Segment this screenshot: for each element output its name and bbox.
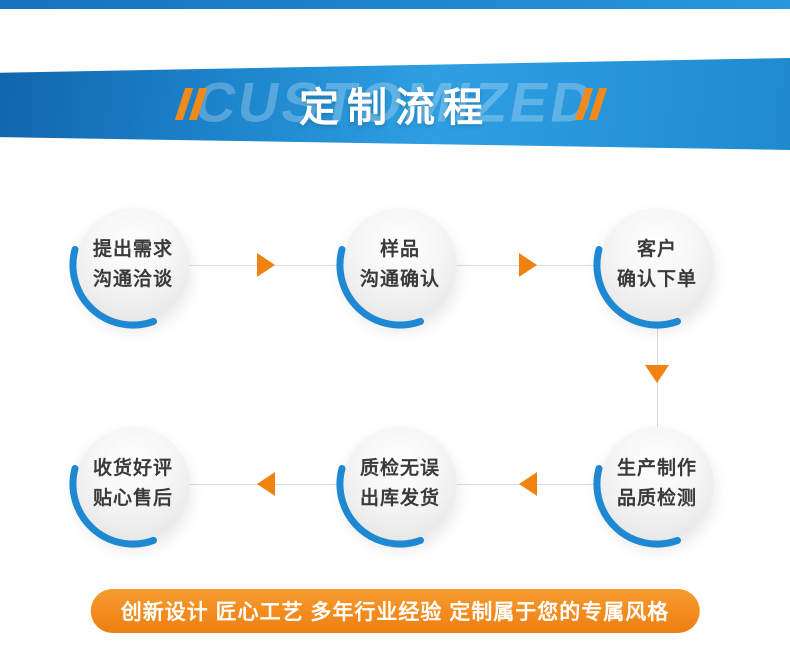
flow-node-step2: 样品 沟通确认	[336, 208, 457, 329]
node-step-line2: 贴心售后	[92, 488, 173, 509]
arrow-left-icon	[519, 472, 537, 496]
flow-node-step3: 客户 确认下单	[593, 208, 714, 329]
flow-node-step4: 生产制作 品质检测	[593, 427, 714, 548]
top-divider-strip	[0, 0, 790, 9]
node-step-line2: 确认下单	[616, 269, 697, 290]
flow-node-step1: 提出需求 沟通洽谈	[69, 208, 190, 329]
node-step-line1: 客户	[636, 239, 677, 260]
node-step-line1: 生产制作	[616, 458, 697, 479]
arrow-down-icon	[645, 365, 669, 383]
section-banner: CUSTOMIZED 定制流程	[0, 58, 790, 150]
footer-slogan-pill: 创新设计 匠心工艺 多年行业经验 定制属于您的专属风格	[90, 589, 700, 633]
arrow-left-icon	[257, 472, 275, 496]
arrow-right-icon	[519, 253, 537, 277]
node-step-line2: 品质检测	[616, 488, 697, 509]
footer-slogan-text: 创新设计 匠心工艺 多年行业经验 定制属于您的专属风格	[120, 601, 670, 624]
node-step-line2: 沟通确认	[359, 269, 440, 290]
banner-title: 定制流程	[299, 86, 491, 130]
flow-node-step5: 质检无误 出库发货	[336, 427, 457, 548]
node-step-line2: 出库发货	[359, 488, 440, 509]
arrow-right-icon	[257, 253, 275, 277]
node-step-line1: 收货好评	[92, 458, 173, 479]
node-step-line1: 提出需求	[92, 239, 173, 260]
flow-node-step6: 收货好评 贴心售后	[69, 427, 190, 548]
node-step-line1: 质检无误	[359, 458, 440, 479]
node-step-line2: 沟通洽谈	[92, 269, 173, 290]
node-step-line1: 样品	[379, 239, 420, 260]
